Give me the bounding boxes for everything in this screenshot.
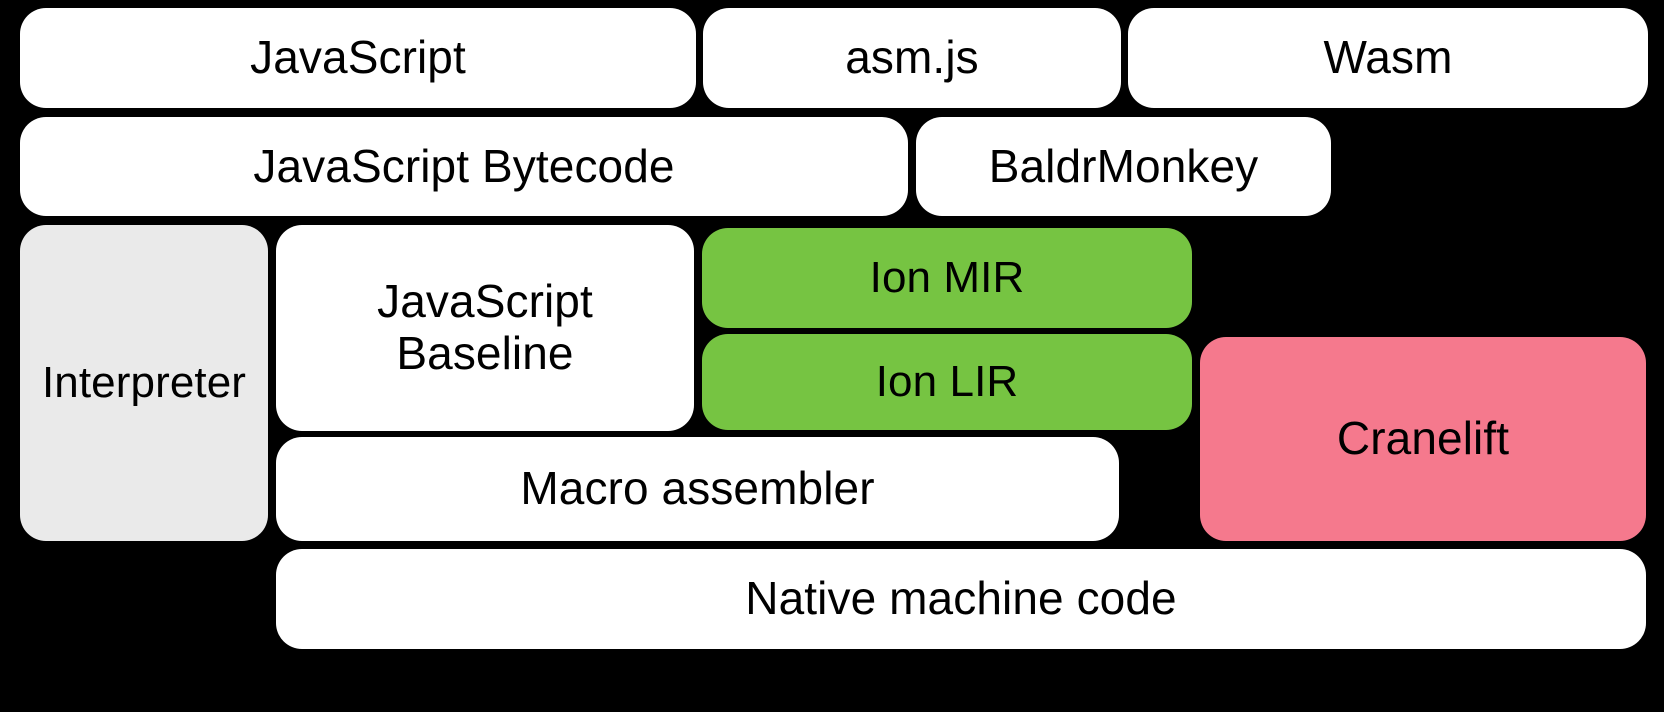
- node-native-machine-code: Native machine code: [276, 549, 1646, 649]
- node-javascript-baseline-label: JavaScript Baseline: [377, 275, 593, 379]
- node-ion-lir: Ion LIR: [702, 334, 1192, 430]
- node-native-machine-code-label: Native machine code: [745, 572, 1177, 625]
- node-cranelift-label: Cranelift: [1336, 412, 1510, 465]
- node-javascript-baseline: JavaScript Baseline: [276, 225, 694, 431]
- node-ion-lir-label: Ion LIR: [875, 357, 1019, 407]
- node-javascript-bytecode-label: JavaScript Bytecode: [253, 139, 675, 192]
- node-ion-mir: Ion MIR: [702, 228, 1192, 328]
- node-macro-assembler-label: Macro assembler: [520, 462, 875, 515]
- node-macro-assembler: Macro assembler: [276, 437, 1119, 541]
- node-wasm: Wasm: [1128, 8, 1648, 108]
- node-cranelift: Cranelift: [1200, 337, 1646, 541]
- node-asmjs-label: asm.js: [845, 31, 979, 84]
- node-wasm-label: Wasm: [1323, 31, 1453, 84]
- node-baldrmonkey: BaldrMonkey: [916, 117, 1331, 216]
- node-javascript-label: JavaScript: [250, 31, 466, 84]
- node-ion-mir-label: Ion MIR: [869, 253, 1025, 303]
- node-baldrmonkey-label: BaldrMonkey: [988, 139, 1259, 192]
- node-javascript: JavaScript: [20, 8, 696, 108]
- node-interpreter: Interpreter: [20, 225, 268, 541]
- node-javascript-bytecode: JavaScript Bytecode: [20, 117, 908, 216]
- node-asmjs: asm.js: [703, 8, 1121, 108]
- node-interpreter-label: Interpreter: [41, 358, 247, 408]
